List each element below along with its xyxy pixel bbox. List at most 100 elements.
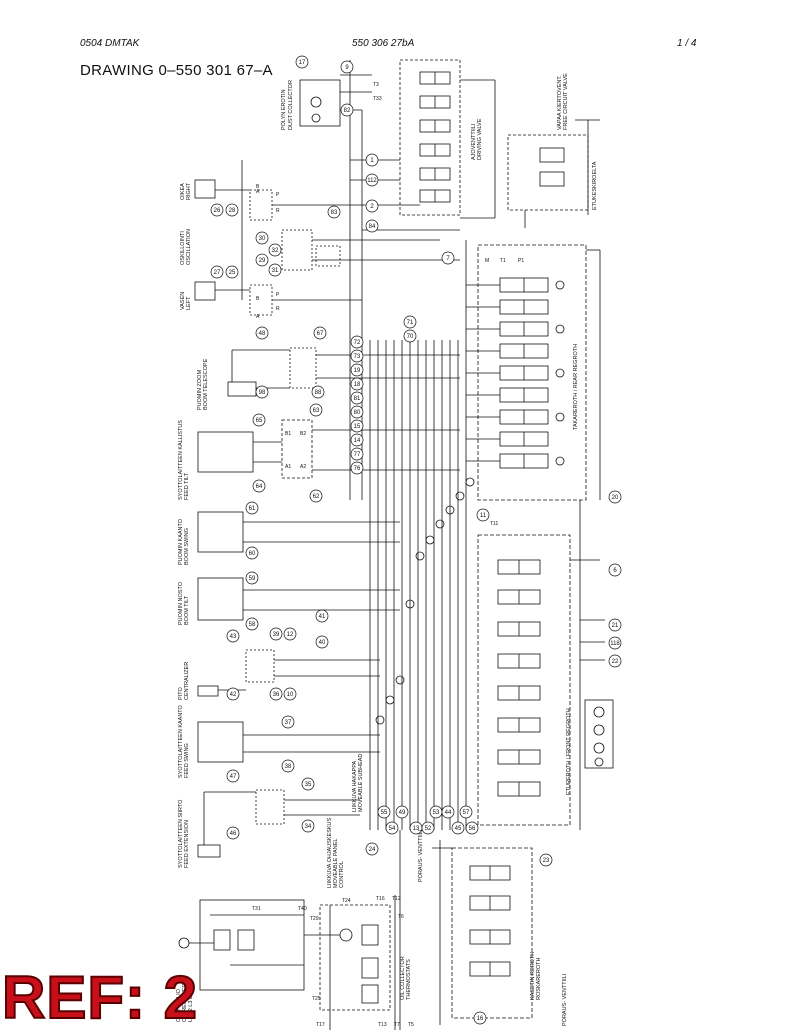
label-eteko: ETUKESKIROELTA	[592, 161, 598, 210]
bubble-28: 28	[225, 203, 239, 217]
label-recv-fi: OLJY SAILIO	[176, 988, 182, 1022]
bubble-36: 36	[269, 687, 283, 701]
bubble-38: 38	[281, 759, 295, 773]
label-cent-fi: PITO	[178, 687, 184, 700]
label-fswing-fi: SYOTTOLAITTEEN KAANTO	[178, 704, 184, 778]
free-circuit-valve	[507, 134, 589, 211]
bubble-29: 29	[255, 253, 269, 267]
bubble-label-1: 1	[370, 158, 374, 164]
bubble-70: 70	[403, 329, 417, 343]
port-a1: A1	[285, 464, 291, 470]
bubble-label-48: 48	[259, 331, 266, 337]
port-t33: T33	[373, 96, 382, 102]
label-panel-en2: CONTROL	[339, 861, 345, 888]
port-p1: P1	[518, 258, 524, 264]
port-t5: T5	[408, 1022, 414, 1028]
bubble-80: 80	[350, 405, 364, 419]
bubble-label-36: 36	[273, 692, 280, 698]
port-r-left: R	[276, 306, 280, 312]
bubble-44: 44	[441, 805, 455, 819]
dust-collector-box	[299, 79, 341, 127]
bubble-label-45: 45	[455, 826, 462, 832]
bubble-label-61: 61	[249, 506, 256, 512]
feed-tilt-valve	[281, 419, 313, 479]
bubble-label-31: 31	[272, 268, 279, 274]
driving-valve-sections	[419, 71, 451, 203]
label-btilt-en: BOOM TILT	[184, 595, 190, 625]
label-left-en: LEFT	[186, 296, 192, 310]
bubble-label-43: 43	[230, 634, 237, 640]
bubble-31: 31	[268, 263, 282, 277]
centralizer-cylinder	[197, 685, 219, 697]
bubble-label-15: 15	[354, 424, 361, 430]
label-btilt-fi: PUOMIN NOSTO	[178, 581, 184, 625]
boom-tilt-cylinders	[197, 577, 244, 621]
port-t3: T3	[373, 82, 379, 88]
front-valve-block	[477, 534, 571, 826]
bubble-label-84: 84	[369, 224, 376, 230]
label-therm-fi: OIL COLLECTOR	[400, 956, 406, 1000]
label-ftilt-fi: SYOTTOLAITTEEN KALLISTUS	[178, 420, 184, 500]
bubble-6: 6	[608, 563, 622, 577]
right-cylinder	[194, 179, 216, 199]
bubble-label-71: 71	[407, 320, 414, 326]
label-left-fi: VASEN	[180, 292, 186, 310]
boom-telescope-cylinder	[227, 381, 257, 397]
label-recv-en: OIL RECEIVER	[182, 984, 188, 1022]
label-sub-fi: LIIKKUVA HAKAPPA	[352, 761, 358, 812]
ref-stamp: REF: 2	[1, 964, 199, 1031]
bubble-label-35: 35	[305, 782, 312, 788]
bubble-label-11: 11	[480, 513, 487, 519]
bubble-label-25: 25	[229, 270, 236, 276]
bubble-label-16: 16	[477, 1016, 484, 1022]
bubble-14: 14	[350, 433, 364, 447]
port-t7: T7	[394, 1022, 400, 1028]
label-cent-en: CENTRALIZER	[184, 662, 190, 700]
label-dust-en: DUST COLLECTOR	[288, 80, 294, 130]
bubble-15: 15	[350, 419, 364, 433]
label-therm-en: THERMOSTATS	[406, 959, 412, 1000]
bubble-27: 27	[210, 265, 224, 279]
bubble-label-24: 24	[369, 847, 376, 853]
bubble-18: 18	[350, 377, 364, 391]
bubble-19: 19	[350, 363, 364, 377]
label-fext-fi: SYOTTOLAITTEEN SIIRTO	[178, 799, 184, 868]
component-labels: POLYN EROTIN DUST COLLECTOR OIKEA RIGHT …	[176, 73, 598, 1026]
bubble-77: 77	[350, 447, 364, 461]
bubble-52: 52	[421, 821, 435, 835]
bubble-47: 47	[226, 769, 240, 783]
bubble-61: 61	[245, 501, 259, 515]
label-zoom-fi: PUOMIN ZOOM	[197, 370, 203, 410]
bubble-49: 49	[395, 805, 409, 819]
port-a2: A2	[300, 464, 306, 470]
bubble-26: 26	[210, 203, 224, 217]
bubble-label-46: 46	[230, 831, 237, 837]
left-cylinder	[194, 281, 216, 301]
bubble-16: 16	[473, 1011, 487, 1025]
port-r-right: R	[276, 208, 280, 214]
bubble-98: 98	[255, 385, 269, 399]
bubble-46: 46	[226, 826, 240, 840]
bubble-7: 7	[441, 251, 455, 265]
bubble-label-17: 17	[299, 60, 306, 66]
bubble-17: 17	[295, 55, 309, 69]
port-t25: T25	[312, 996, 321, 1002]
bubble-label-81: 81	[354, 396, 361, 402]
bubble-label-118: 118	[610, 641, 620, 647]
label-right-en: RIGHT	[186, 182, 192, 200]
bubble-label-37: 37	[285, 720, 292, 726]
bubble-71: 71	[403, 315, 417, 329]
rear-valve-block	[477, 244, 587, 501]
bubble-53: 53	[429, 805, 443, 819]
check-valve-chain	[375, 477, 475, 725]
bubble-label-67: 67	[317, 331, 324, 337]
port-t24: T24	[342, 898, 351, 904]
bubble-58: 58	[245, 617, 259, 631]
bubble-label-41: 41	[319, 614, 326, 620]
label-fswing-en: FEED SWING	[184, 743, 190, 778]
hose-bundle	[369, 240, 467, 830]
bubble-label-14: 14	[354, 438, 361, 444]
bubble-label-82: 82	[344, 108, 351, 114]
label-drill-fi: KASETIN REROTH	[530, 952, 536, 1000]
callout-bubbles: 17 9 82 1 112 83 2 84 26 28 30 32 27 25 …	[210, 55, 622, 1025]
